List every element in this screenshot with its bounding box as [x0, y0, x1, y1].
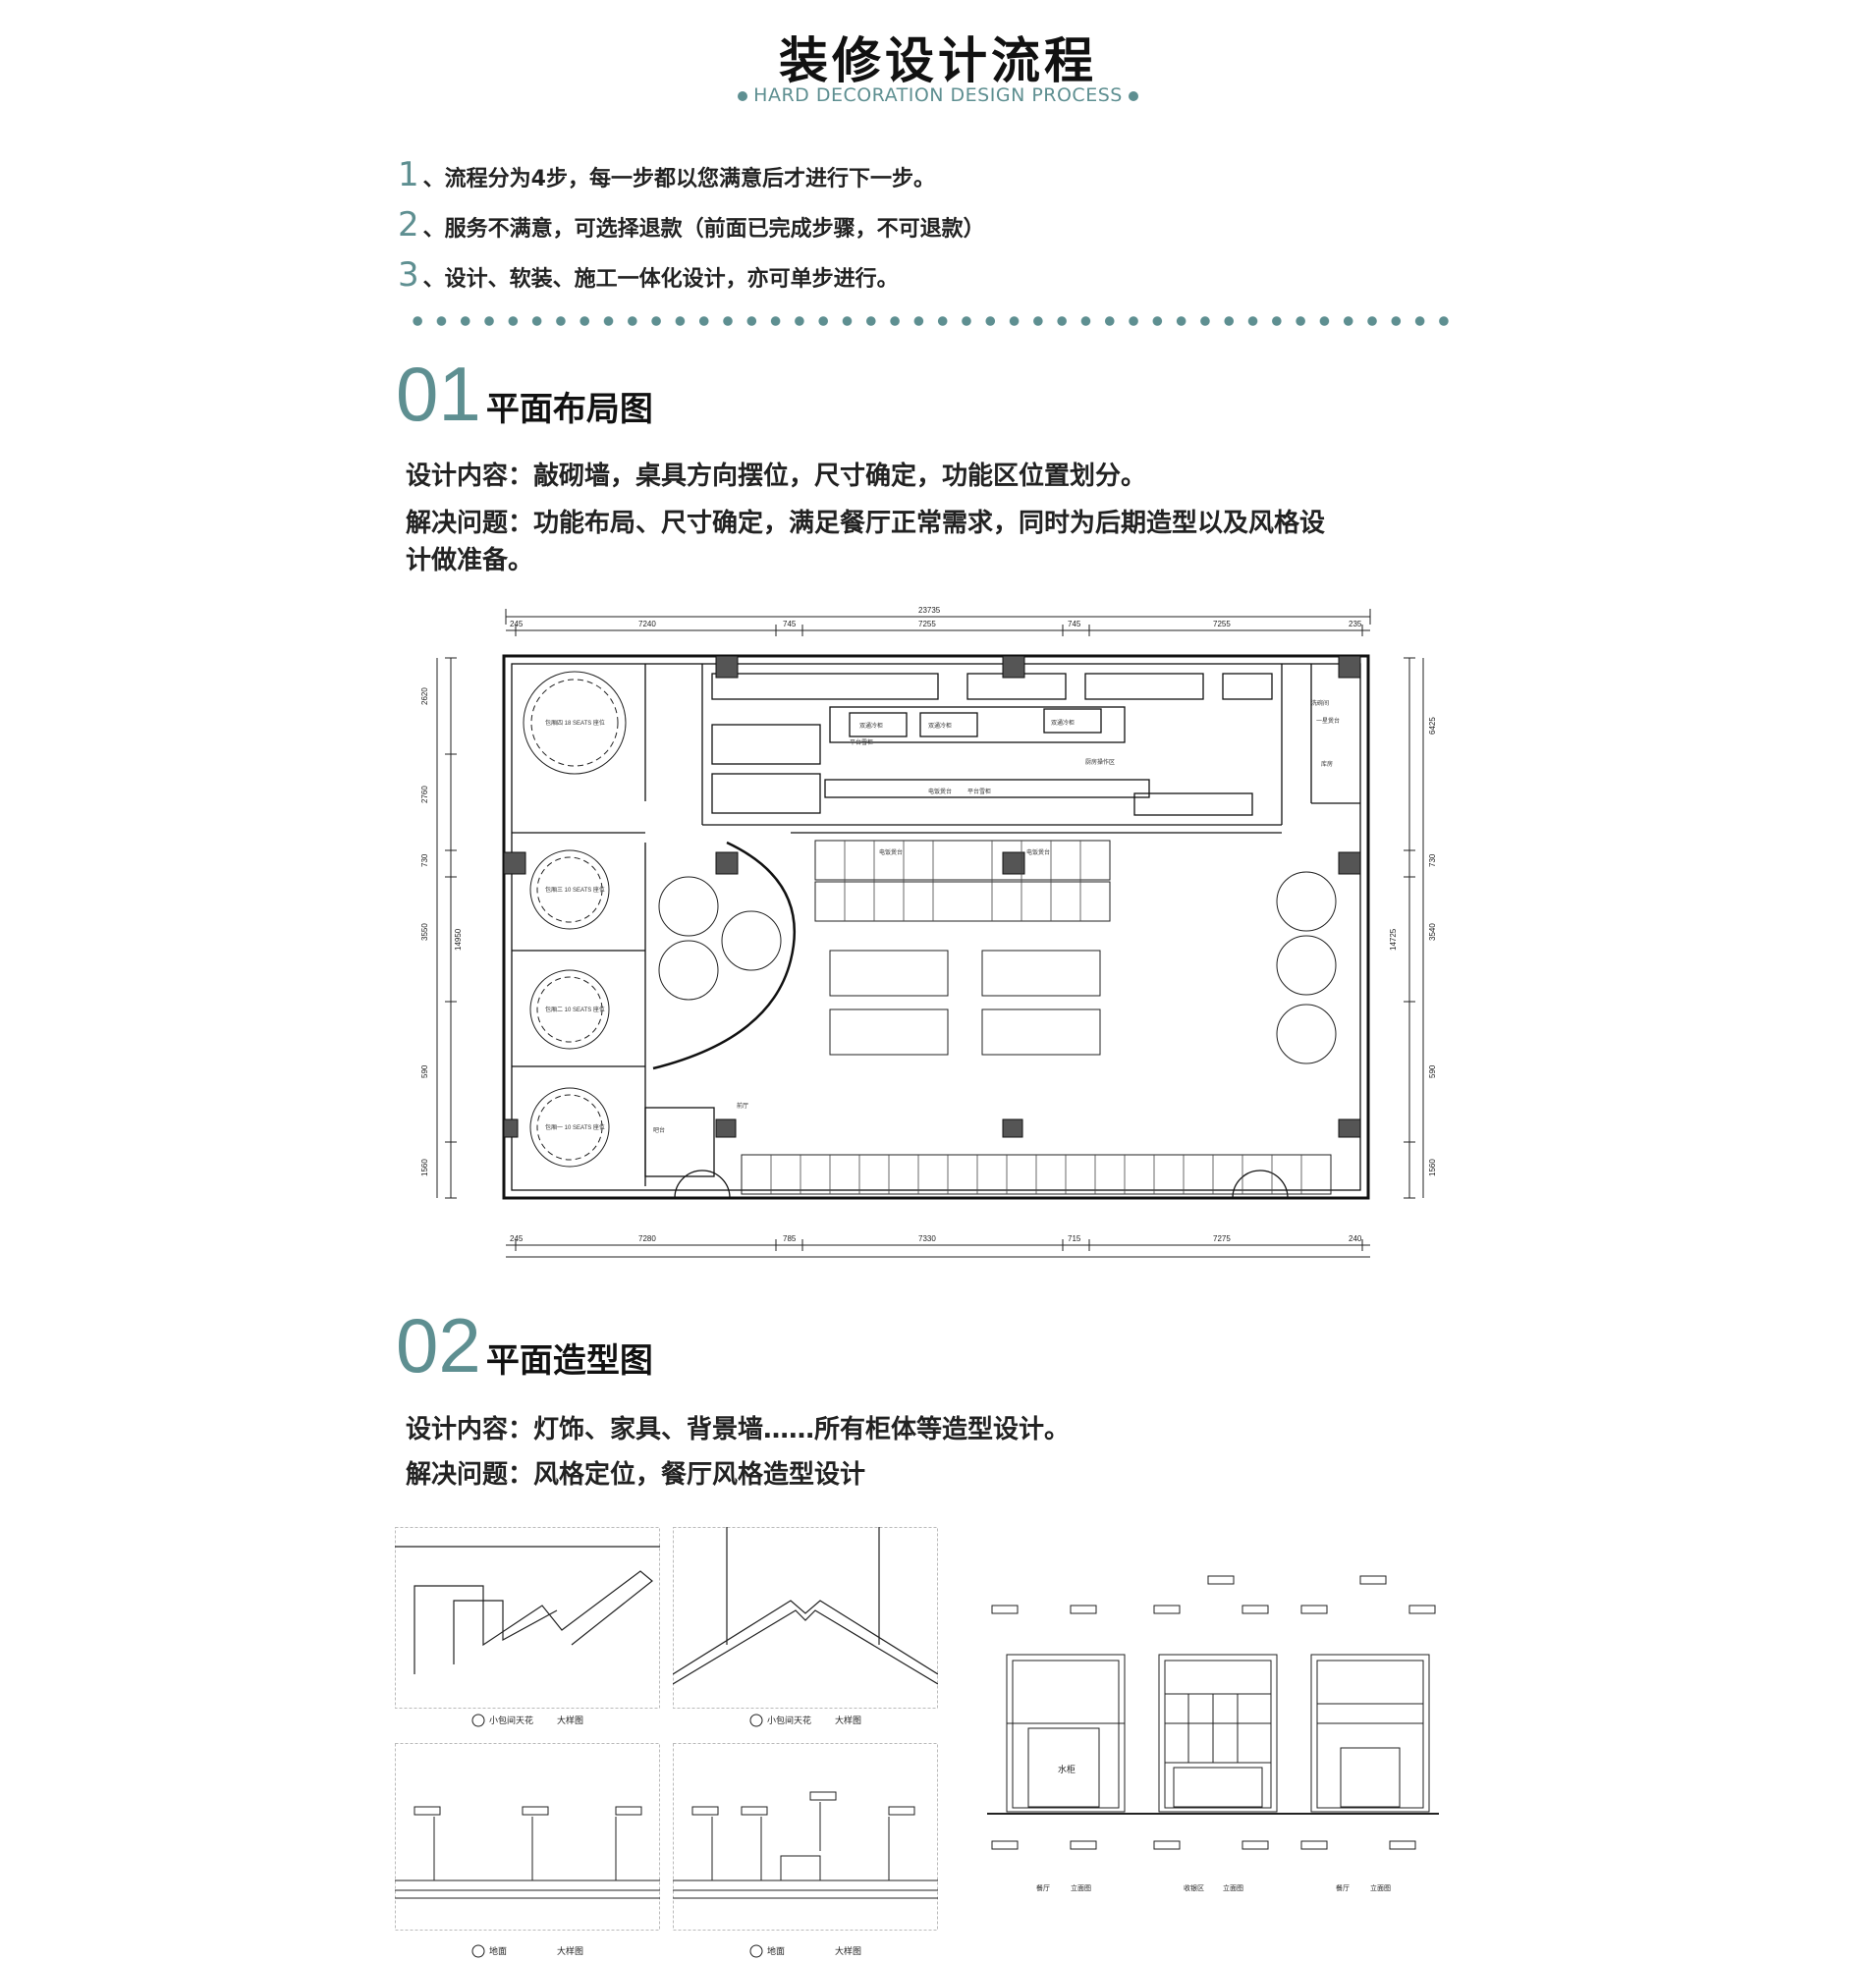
- plan-label-10: 平台雪柜: [967, 788, 991, 795]
- plan-dim-top-5: 745: [1068, 620, 1081, 628]
- room-label-1: 包厢一 10 SEATS 座位: [545, 1123, 605, 1131]
- plan-dim-bottom-total: 23795: [918, 1264, 941, 1265]
- plan-dim-left-total: 14950: [454, 928, 463, 951]
- elevation-drawings: 水柜 餐厅 立面图 收银区 立面图 餐厅 立面图: [987, 1575, 1439, 1892]
- plan-dim-left-6: 1560: [420, 1159, 429, 1176]
- plan-label-11: 库房: [1321, 760, 1333, 768]
- plan-label-12: 吧台: [653, 1126, 665, 1134]
- rule-item: 3、设计、软装、施工一体化设计，亦可单步进行。: [398, 252, 985, 302]
- plan-dim-top-7: 235: [1349, 620, 1362, 628]
- plan-dim-bottom-4: 7330: [918, 1234, 936, 1243]
- plan-dim-right-1: 6425: [1428, 717, 1437, 735]
- detail-caption-4: 地面: [767, 1945, 785, 1956]
- plan-label-4: 厨房操作区: [1085, 758, 1115, 766]
- plan-dim-top-4: 7255: [918, 620, 936, 628]
- elevation-caption-3: 餐厅: [1336, 1883, 1350, 1892]
- plan-dim-right-5: 1560: [1428, 1159, 1437, 1176]
- plan-dim-left-2: 2760: [420, 786, 429, 803]
- plan-dim-right-3: 3540: [1428, 923, 1437, 941]
- detail-tag-2: 大样图: [835, 1715, 861, 1725]
- plan-dim-left-5: 590: [420, 1064, 429, 1078]
- plan-label-13: 一星煲台: [1316, 717, 1340, 725]
- section2-title: 平面造型图: [485, 1341, 653, 1381]
- plan-label-5: 电饭煲台: [928, 788, 952, 795]
- section1-title: 平面布局图: [485, 390, 653, 429]
- rule-number: 2: [398, 205, 419, 245]
- detail-tag-4: 大样图: [835, 1945, 861, 1956]
- section2-problem: 解决问题：风格定位，餐厅风格造型设计: [406, 1460, 866, 1490]
- detail-caption-1: 小包间天花: [489, 1715, 533, 1725]
- elevation-tag-3: 立面图: [1370, 1883, 1391, 1892]
- plan-dim-bottom-7: 240: [1349, 1234, 1362, 1243]
- section2-heading: 02 平面造型图: [396, 1307, 653, 1384]
- plan-label-9: 平台雪柜: [850, 738, 873, 746]
- section2-content: 设计内容：灯饰、家具、背景墙……所有柜体等造型设计。: [406, 1415, 1071, 1444]
- elevation-label-1: 水柜: [1058, 1764, 1076, 1774]
- page-title: 装修设计流程: [779, 32, 1097, 89]
- plan-dim-top-3: 745: [783, 620, 797, 628]
- detail-drawing-2: 小包间天花 大样图: [673, 1527, 938, 1727]
- rule-item: 1、流程分为4步，每一步都以您满意后才进行下一步。: [398, 152, 985, 202]
- plan-dim-left-4: 3550: [420, 923, 429, 941]
- rule-number: 3: [398, 255, 419, 295]
- plan-dim-left-1: 2620: [420, 687, 429, 705]
- detail-caption-2: 小包间天花: [767, 1715, 811, 1725]
- room-label-3: 包厢三 10 SEATS 座位: [545, 886, 605, 894]
- plan-label-2: 双通冷柜: [928, 722, 952, 730]
- plan-dim-bottom-5: 715: [1068, 1234, 1081, 1243]
- elevation-caption-2: 收银区: [1184, 1883, 1204, 1892]
- elevation-caption-1: 餐厅: [1036, 1883, 1050, 1892]
- plan-label-6: 电饭煲台: [879, 848, 903, 856]
- plan-dim-top-2: 7240: [638, 620, 656, 628]
- section1-content: 设计内容：敲砌墙，桌具方向摆位，尺寸确定，功能区位置划分。: [406, 462, 1147, 491]
- plan-dim-top-1: 245: [510, 620, 524, 628]
- dot-right-icon: [1128, 90, 1138, 101]
- rule-item: 2、服务不满意，可选择退款（前面已完成步骤，不可退款）: [398, 202, 985, 252]
- plan-label-8: 前厅: [737, 1102, 748, 1110]
- room-label-4: 包厢四 18 SEATS 座位: [545, 719, 605, 727]
- elevation-tag-1: 立面图: [1071, 1883, 1091, 1892]
- elevation-tag-2: 立面图: [1223, 1883, 1243, 1892]
- rule-text: 、流程分为4步，每一步都以您满意后才进行下一步。: [422, 167, 935, 191]
- section1-problem-2: 计做准备。: [406, 546, 534, 575]
- plan-dim-right-2: 730: [1428, 853, 1437, 867]
- plan-label-1: 双通冷柜: [859, 722, 883, 730]
- subtitle-text: HARD DECORATION DESIGN PROCESS: [753, 84, 1123, 106]
- rule-number: 1: [398, 155, 419, 194]
- section2-number: 02: [396, 1302, 481, 1389]
- rule-text: 、服务不满意，可选择退款（前面已完成步骤，不可退款）: [422, 217, 985, 242]
- plan-dim-right-total: 14725: [1389, 928, 1398, 951]
- rules-list: 1、流程分为4步，每一步都以您满意后才进行下一步。 2、服务不满意，可选择退款（…: [398, 152, 985, 302]
- plan-dim-top-6: 7255: [1213, 620, 1231, 628]
- detail-caption-3: 地面: [489, 1945, 507, 1956]
- plan-dim-bottom-3: 785: [783, 1234, 797, 1243]
- plan-dim-top-total: 23735: [918, 606, 941, 615]
- plan-dim-bottom-1: 245: [510, 1234, 524, 1243]
- room-label-2: 包厢二 10 SEATS 座位: [545, 1006, 605, 1013]
- dotted-divider: [406, 316, 1455, 326]
- section1-number: 01: [396, 351, 481, 437]
- section1-problem-1: 解决问题：功能布局、尺寸确定，满足餐厅正常需求，同时为后期造型以及风格设: [406, 509, 1326, 538]
- detail-drawing-1: 小包间天花 大样图: [395, 1527, 660, 1727]
- floor-plan-drawing: 23735 23795 245 7240 745 7255 745 7255 2…: [420, 606, 1437, 1265]
- section1-heading: 01 平面布局图: [396, 355, 653, 432]
- plan-dim-bottom-2: 7280: [638, 1234, 656, 1243]
- page-subtitle: HARD DECORATION DESIGN PROCESS: [0, 84, 1876, 106]
- detail-tag-1: 大样图: [557, 1715, 583, 1725]
- dot-left-icon: [738, 90, 748, 101]
- plan-dim-bottom-6: 7275: [1213, 1234, 1231, 1243]
- plan-label-3: 双通冷柜: [1051, 719, 1075, 727]
- plan-label-14: 洗碗间: [1311, 699, 1329, 707]
- detail-drawing-4: 地面 大样图: [673, 1743, 938, 1958]
- detail-tag-3: 大样图: [557, 1945, 583, 1956]
- rule-text: 、设计、软装、施工一体化设计，亦可单步进行。: [422, 267, 899, 292]
- detail-drawing-3: 地面 大样图: [395, 1743, 660, 1958]
- plan-dim-left-3: 730: [420, 853, 429, 867]
- plan-label-7: 电饭煲台: [1026, 848, 1050, 856]
- plan-dim-right-4: 590: [1428, 1064, 1437, 1078]
